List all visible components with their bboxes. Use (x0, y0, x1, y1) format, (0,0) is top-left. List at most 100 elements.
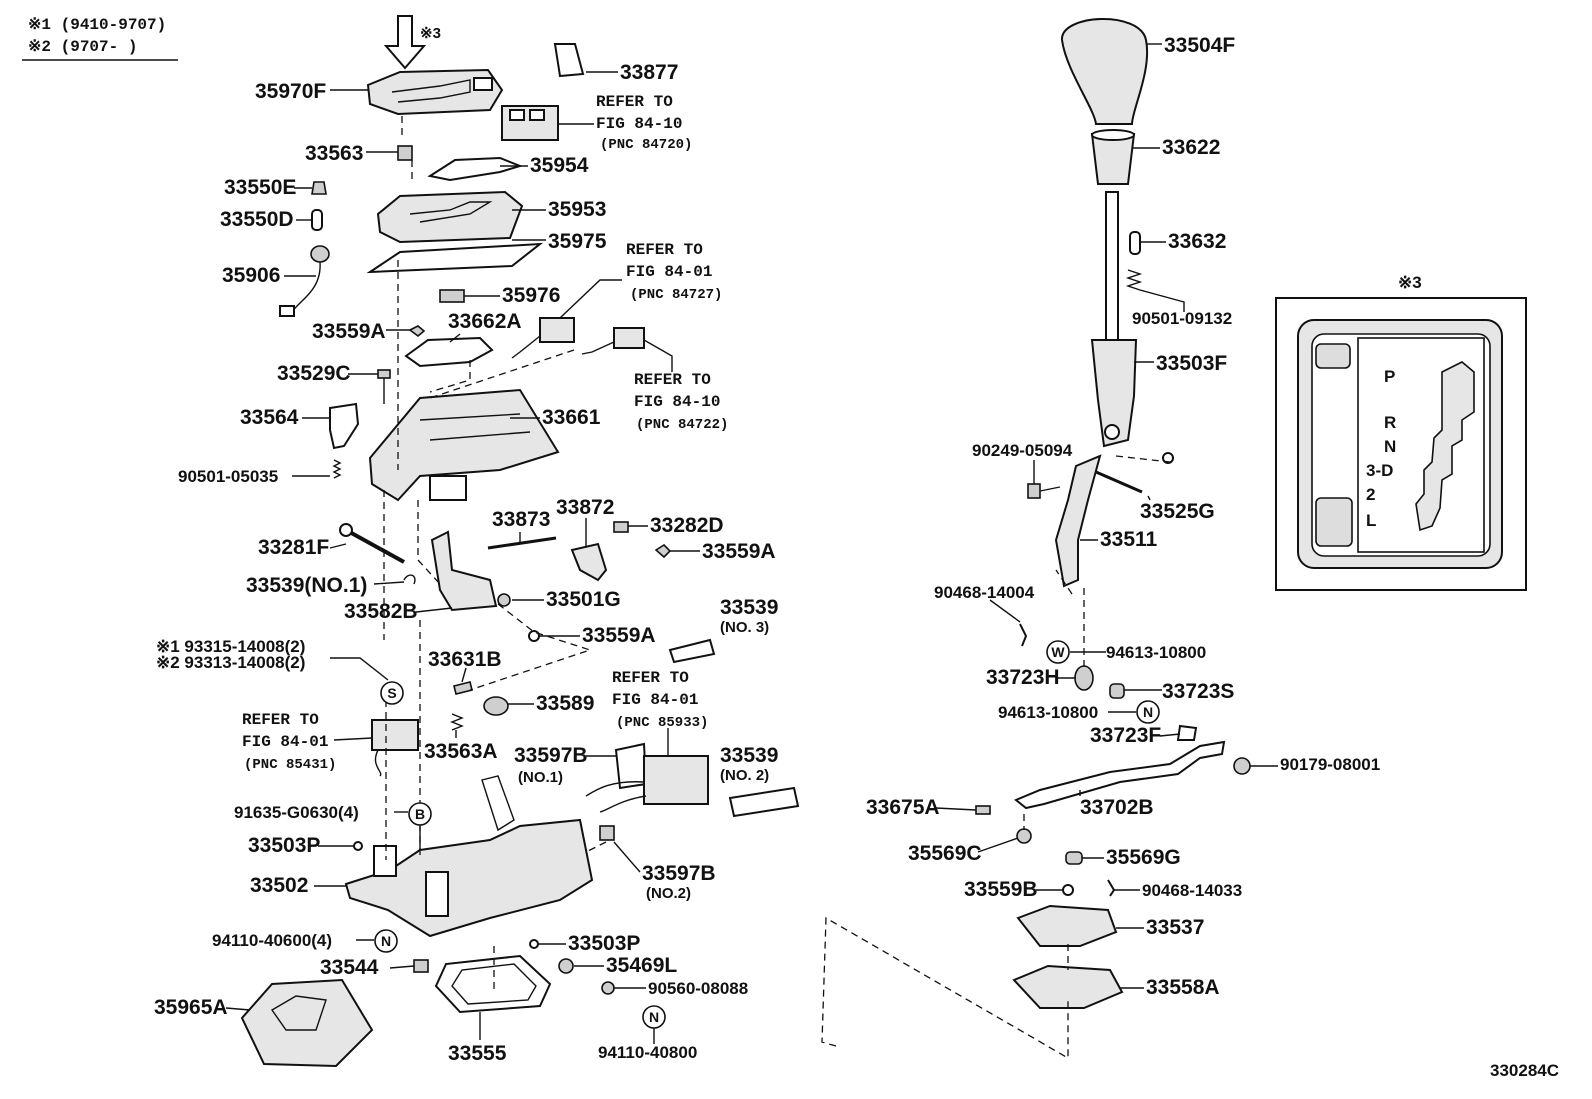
part-33661-ribs (419, 413, 531, 441)
part-33539-no1-shape (403, 574, 416, 585)
ref4-line2: FIG 84-01 (612, 691, 698, 709)
reference-notes: REFER TO FIG 84-10 (PNC 84720) REFER TO … (242, 93, 728, 773)
part-33555-inner (451, 963, 537, 1005)
connector-84722-wire (581, 341, 615, 355)
part-labels: 35970F 33563 33550E 33550D 35906 33559A … (154, 34, 1559, 1080)
label-33502: 33502 (250, 874, 308, 897)
ref4-line1: REFER TO (612, 669, 689, 687)
part-33723H-shape (1074, 665, 1094, 691)
part-33631B-shape (453, 681, 473, 695)
part-33511-shape (1054, 454, 1102, 588)
dashed-line-left-5 (469, 603, 593, 691)
marker-n1-circle (374, 929, 398, 953)
part-35965A-shape (240, 978, 374, 1068)
label-33529C: 33529C (277, 362, 351, 385)
leader-33539-no1 (373, 581, 405, 585)
gate-pos-l: L (1366, 511, 1376, 530)
label-33564: 33564 (240, 406, 299, 429)
part-33504F-knob (1060, 18, 1149, 125)
leader-90501-09132 (1139, 289, 1185, 312)
label-33662A: 33662A (448, 310, 522, 333)
part-33525G-shape (1095, 470, 1143, 494)
marker-w-circle (1046, 640, 1070, 664)
label-33559A-2: 33559A (702, 540, 776, 563)
label-33539-no3-sub: (NO. 3) (720, 619, 769, 636)
dashed-line-cross (821, 916, 1069, 1060)
part-33563A-shape (450, 713, 464, 731)
label-33661: 33661 (542, 406, 601, 429)
leader-35569C (977, 837, 1019, 853)
inset-gate-slot (1415, 361, 1475, 532)
switch-85431-wire (374, 749, 382, 777)
shift-gate-inset: ※3 P R N 3-D 2 L (1275, 273, 1527, 591)
label-35953: 35953 (548, 198, 606, 221)
part-33525G-nut (1162, 452, 1174, 464)
part-33503P-2-shape (529, 939, 539, 949)
ref1-line1: REFER TO (596, 93, 673, 111)
part-33622-top (1091, 129, 1135, 141)
part-33537-shape (1016, 904, 1118, 947)
part-33539-no2-shape (728, 786, 800, 818)
ref2-line1: REFER TO (626, 241, 703, 259)
dashed-line-left-2 (429, 349, 575, 399)
label-33544: 33544 (320, 956, 379, 979)
part-33550E-shape (311, 181, 327, 195)
marker-s-text: S (387, 685, 396, 701)
part-35906-bulb (310, 245, 330, 263)
dashed-line-right-3 (1023, 814, 1069, 970)
label-33877: 33877 (620, 61, 678, 84)
label-33622: 33622 (1162, 136, 1220, 159)
part-33539-no3-shape (668, 638, 716, 664)
view-arrow: ※3 (383, 15, 441, 70)
label-35569C: 35569C (908, 842, 982, 865)
dashed-line-left-3 (383, 490, 387, 860)
label-33631B: 33631B (428, 648, 502, 671)
label-33539-no1: 33539(NO.1) (246, 574, 367, 597)
part-35954-shape (427, 156, 524, 182)
label-33503P-2: 33503P (568, 932, 640, 955)
clip-90468-14033-shape (1107, 879, 1116, 897)
switch-84720-btn2 (529, 109, 545, 121)
leader-35965A (225, 1007, 251, 1011)
part-33503F-shape (1090, 339, 1138, 448)
inset-top-button (1315, 343, 1351, 369)
part-33723S-shape (1109, 683, 1125, 699)
label-90249: 90249-05094 (972, 441, 1073, 460)
part-35906-connector (279, 305, 295, 317)
part-33282D-shape (613, 521, 629, 533)
part-33559A-nut-2 (654, 543, 672, 559)
part-35976-shape (439, 289, 465, 303)
label-35970F: 35970F (255, 80, 326, 103)
label-33504F: 33504F (1164, 34, 1235, 57)
part-33872-shape (570, 542, 608, 582)
part-33550D-shape (311, 209, 323, 231)
leader-85431 (333, 737, 373, 741)
part-33281F-head (339, 523, 353, 537)
gate-pos-r: R (1384, 413, 1396, 432)
part-33589-shape (483, 696, 509, 716)
dashed-line-left-1 (397, 116, 413, 470)
label-94110-40800: 94110-40800 (598, 1043, 697, 1062)
label-33723S: 33723S (1162, 680, 1234, 703)
label-33702B: 33702B (1080, 796, 1154, 819)
label-35976: 35976 (502, 284, 560, 307)
ref1-line2: FIG 84-10 (596, 115, 682, 133)
leader-33631B (461, 667, 467, 683)
label-35954: 35954 (530, 154, 589, 177)
marker-b-text: B (415, 806, 425, 822)
part-33503P-1-shape (353, 841, 363, 851)
marker-w-text: W (1051, 644, 1065, 660)
label-33675A: 33675A (866, 796, 940, 819)
label-94613-2: 94613-10800 (998, 703, 1098, 722)
label-33559B: 33559B (964, 878, 1038, 901)
label-33539-no3: 33539 (720, 596, 778, 619)
label-35569G: 35569G (1106, 846, 1181, 869)
clip-90468-14004-shape (1019, 623, 1028, 647)
leader-33582B (415, 607, 453, 613)
circle-markers: S B N N W N (374, 640, 1160, 1029)
switch-85431-shape (371, 719, 419, 751)
label-94613-1: 94613-10800 (1106, 643, 1206, 662)
label-90501-05035: 90501-05035 (178, 467, 278, 486)
